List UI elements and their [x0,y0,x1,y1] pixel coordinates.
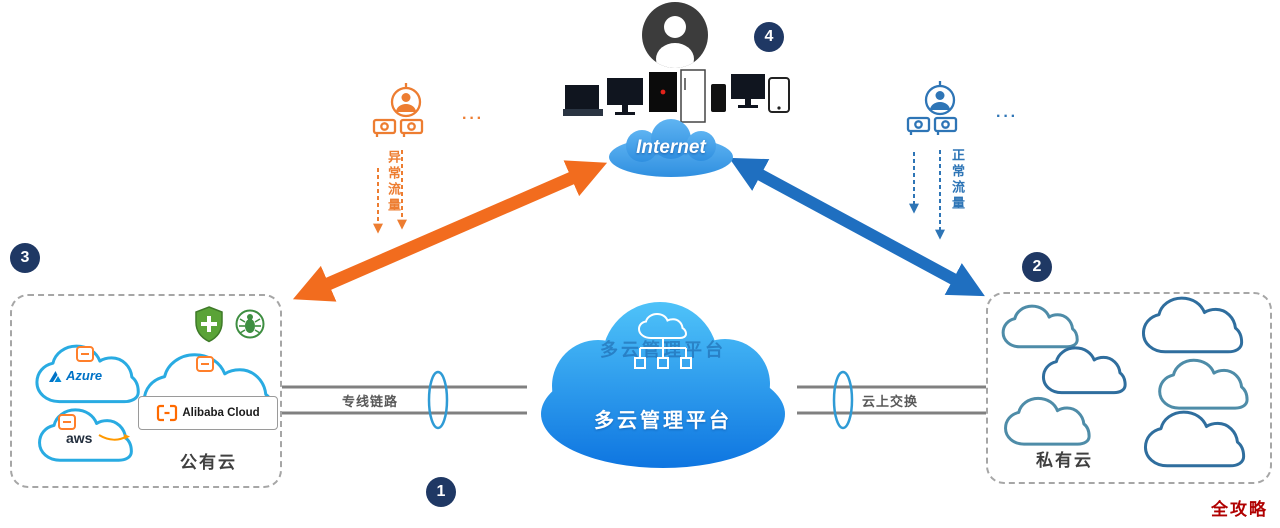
internet-label: Internet [636,137,706,158]
attacker-ellipsis: ··· [462,110,484,127]
public-cloud-zone: Azure Alibaba Cloud [10,294,282,488]
step-badge-3: 3 [10,243,40,273]
abnormal-traffic-label: 异常流量 [386,150,401,214]
normal-ellipsis: ··· [996,108,1018,125]
internet-cloud: Internet [597,116,745,180]
step-badge-2: 2 [1022,252,1052,282]
shield-icon [195,306,223,343]
multicloud-platform: 多云管理平台 多云管理平台 [518,286,808,474]
abnormal-dashed-arrows [373,150,407,234]
platform-ghost-title: 多云管理平台 [600,340,726,360]
azure-logo-icon [49,370,62,382]
alibaba-cloud: Alibaba Cloud [132,352,282,434]
devices-icons [563,69,790,123]
topology-icon [634,312,692,369]
link-ellipses [427,370,854,430]
alibaba-label: Alibaba Cloud [182,407,260,419]
attacker-camera-icons [372,83,424,137]
public-cloud-title: 公有云 [180,453,237,472]
aws-smile-icon [98,434,130,441]
azure-label: Azure [66,368,103,383]
normal-user-icon-group: ··· [902,80,1034,138]
link-lines [282,385,986,415]
private-cloud-title: 私有云 [1036,451,1093,470]
vpc-icon [196,356,214,372]
platform-title: 多云管理平台 [594,410,732,432]
platform-cloud-shape [541,302,785,468]
aws-label: aws [66,430,93,446]
internet-cloud-shape [609,119,733,177]
private-cloud-zone: 私有云 [986,292,1272,484]
abnormal-traffic-arrow [292,160,608,302]
step-badge-4: 4 [754,22,784,52]
step-badge-1: 1 [426,477,456,507]
alibaba-logo-icon [157,404,178,422]
right-link-label: 云上交换 [862,394,919,409]
left-link-label: 专线链路 [342,394,399,409]
normal-camera-icons [906,81,958,135]
azure-cloud: Azure [28,344,144,408]
attacker-icon-group: ··· [368,82,500,140]
aws-cloud: aws [34,408,134,466]
user-avatar-icon [642,2,708,73]
vpc-icon [58,414,76,430]
normal-traffic-label: 正常流量 [950,148,965,212]
normal-dashed-arrows [909,150,945,240]
alibaba-logo-box: Alibaba Cloud [138,396,278,430]
private-cloud-icons [1001,296,1249,468]
bug-icon [235,309,265,339]
normal-traffic-arrow [729,157,985,297]
watermark-text: 全攻略 [1211,500,1268,519]
vpc-icon [76,346,94,362]
